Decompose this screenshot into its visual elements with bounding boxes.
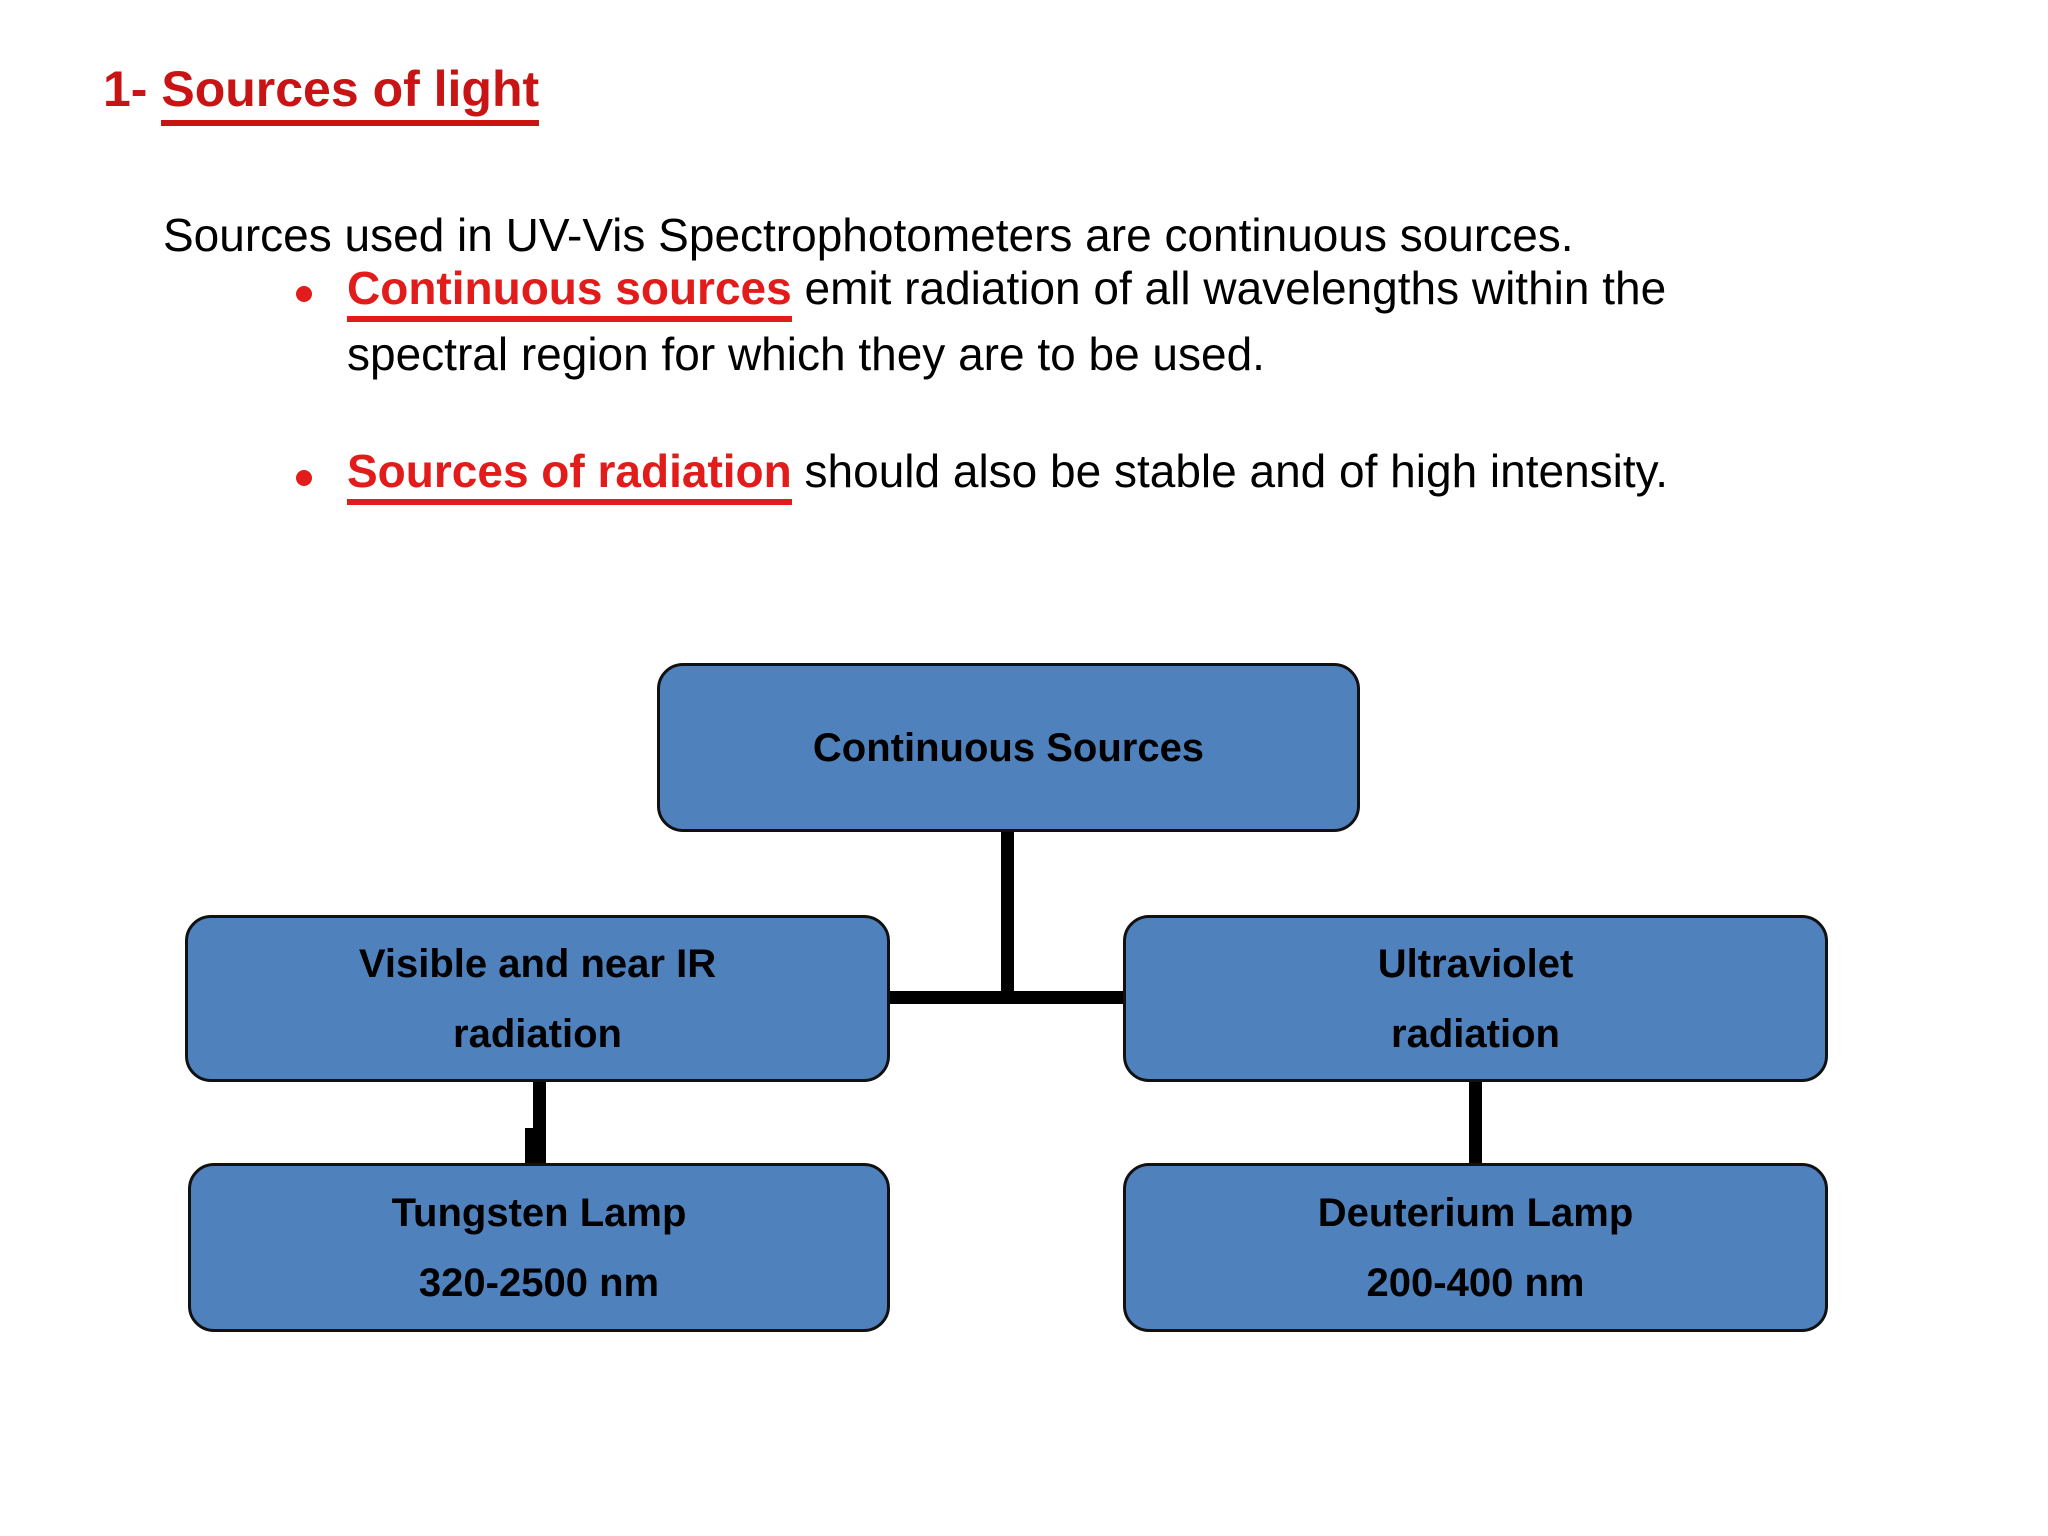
connector-left-notch: [525, 1128, 534, 1166]
bullet-lead: Continuous sources: [347, 262, 792, 322]
node-label-line: Ultraviolet: [1377, 941, 1574, 986]
node-continuous-sources: Continuous Sources: [657, 663, 1360, 832]
bullet-line: spectral region for which they are to be…: [347, 328, 1265, 380]
node-visible-near-ir-radiation: Visible and near IR radiation: [185, 915, 890, 1082]
node-ultraviolet-radiation: Ultraviolet radiation: [1123, 915, 1828, 1082]
connector-root-vertical: [1001, 830, 1014, 1004]
bullet-rest: should also be stable and of high intens…: [791, 445, 1669, 497]
node-label-line: 320-2500 nm: [418, 1260, 660, 1305]
page-title-text: Sources of light: [161, 61, 540, 126]
bullet-lead: Sources of radiation: [347, 445, 792, 505]
node-label-line: radiation: [1391, 1011, 1560, 1056]
node-label-line: radiation: [453, 1011, 622, 1056]
bullet-dot: [296, 470, 312, 486]
page-title-number: 1-: [103, 61, 162, 117]
node-label-line: Visible and near IR: [358, 941, 717, 986]
bullet-line: Sources of radiation should also be stab…: [347, 438, 1669, 505]
node-tungsten-lamp: Tungsten Lamp 320-2500 nm: [188, 1163, 890, 1332]
node-label-line: Deuterium Lamp: [1317, 1190, 1634, 1235]
connector-left-vertical: [533, 1080, 546, 1166]
page-title: 1- Sources of light: [103, 58, 540, 126]
bullet-dot: [296, 286, 312, 302]
connector-horizontal: [890, 991, 1123, 1004]
node-label-line: 200-400 nm: [1366, 1260, 1585, 1305]
bullet-rest: emit radiation of all wavelengths within…: [791, 262, 1667, 314]
connector-right-vertical: [1469, 1080, 1482, 1166]
bullet-line: Continuous sources emit radiation of all…: [347, 255, 1667, 322]
intro-text: Sources used in UV-Vis Spectrophotometer…: [163, 209, 1574, 261]
node-label-line: Tungsten Lamp: [391, 1190, 687, 1235]
node-deuterium-lamp: Deuterium Lamp 200-400 nm: [1123, 1163, 1828, 1332]
bullet-item-sources-of-radiation: Sources of radiation should also be stab…: [347, 438, 1669, 505]
node-label: Continuous Sources: [812, 725, 1205, 770]
bullet-item-continuous-sources: Continuous sources emit radiation of all…: [347, 255, 1666, 387]
